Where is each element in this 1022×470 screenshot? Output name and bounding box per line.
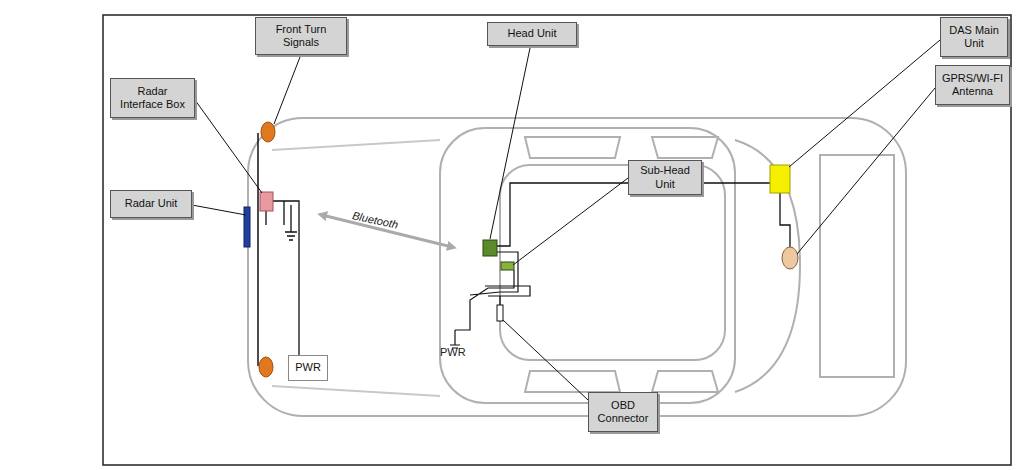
callout-text: Radar Unit bbox=[125, 197, 178, 210]
radar-wire bbox=[266, 201, 299, 355]
trunk bbox=[820, 155, 894, 377]
leader-lines bbox=[192, 40, 940, 400]
obd-connector bbox=[497, 305, 503, 321]
side-windows bbox=[525, 137, 718, 158]
radar-interface-box bbox=[260, 192, 273, 211]
callout-box: OBD Connector bbox=[588, 392, 658, 432]
callout-text: OBD Connector bbox=[593, 399, 653, 425]
frame bbox=[103, 15, 1011, 465]
hood-lines bbox=[272, 140, 440, 396]
ground-symbol bbox=[450, 330, 460, 348]
power-label: PWR bbox=[440, 346, 466, 358]
callout-box: Radar Unit bbox=[110, 190, 192, 218]
head-unit bbox=[483, 240, 497, 256]
callout-box: DAS Main Unit bbox=[940, 17, 1008, 57]
callout-text: Radar Interface Box bbox=[115, 85, 190, 111]
callout-text: GPRS/WI-FI Antenna bbox=[940, 72, 1005, 98]
callout-box: Radar Interface Box bbox=[110, 78, 195, 118]
rear-window bbox=[735, 140, 800, 392]
callout-box: Front Turn Signals bbox=[255, 17, 347, 55]
turn-signal bbox=[259, 357, 273, 377]
cabin-wires bbox=[455, 252, 530, 330]
callout-text: Front Turn Signals bbox=[260, 23, 342, 49]
power-box: PWR bbox=[288, 355, 328, 381]
side-windows bbox=[525, 371, 718, 392]
radar-unit bbox=[244, 207, 250, 247]
callout-box: GPRS/WI-FI Antenna bbox=[935, 65, 1010, 105]
callout-box: Sub-Head Unit bbox=[628, 160, 702, 195]
turn-signal bbox=[261, 122, 275, 142]
callout-text: PWR bbox=[295, 361, 321, 374]
callout-text: DAS Main Unit bbox=[945, 24, 1003, 50]
car-body bbox=[248, 118, 906, 416]
callout-text: Head Unit bbox=[508, 27, 557, 40]
antenna bbox=[782, 247, 798, 269]
das-main-unit bbox=[770, 165, 790, 193]
cabin bbox=[440, 128, 735, 403]
callout-text: Sub-Head Unit bbox=[633, 164, 697, 190]
sub-head-unit bbox=[501, 262, 514, 270]
callout-box: Head Unit bbox=[487, 22, 577, 46]
antenna-wire bbox=[780, 193, 790, 247]
ground-symbol bbox=[285, 205, 297, 240]
signal-wire bbox=[257, 133, 259, 366]
